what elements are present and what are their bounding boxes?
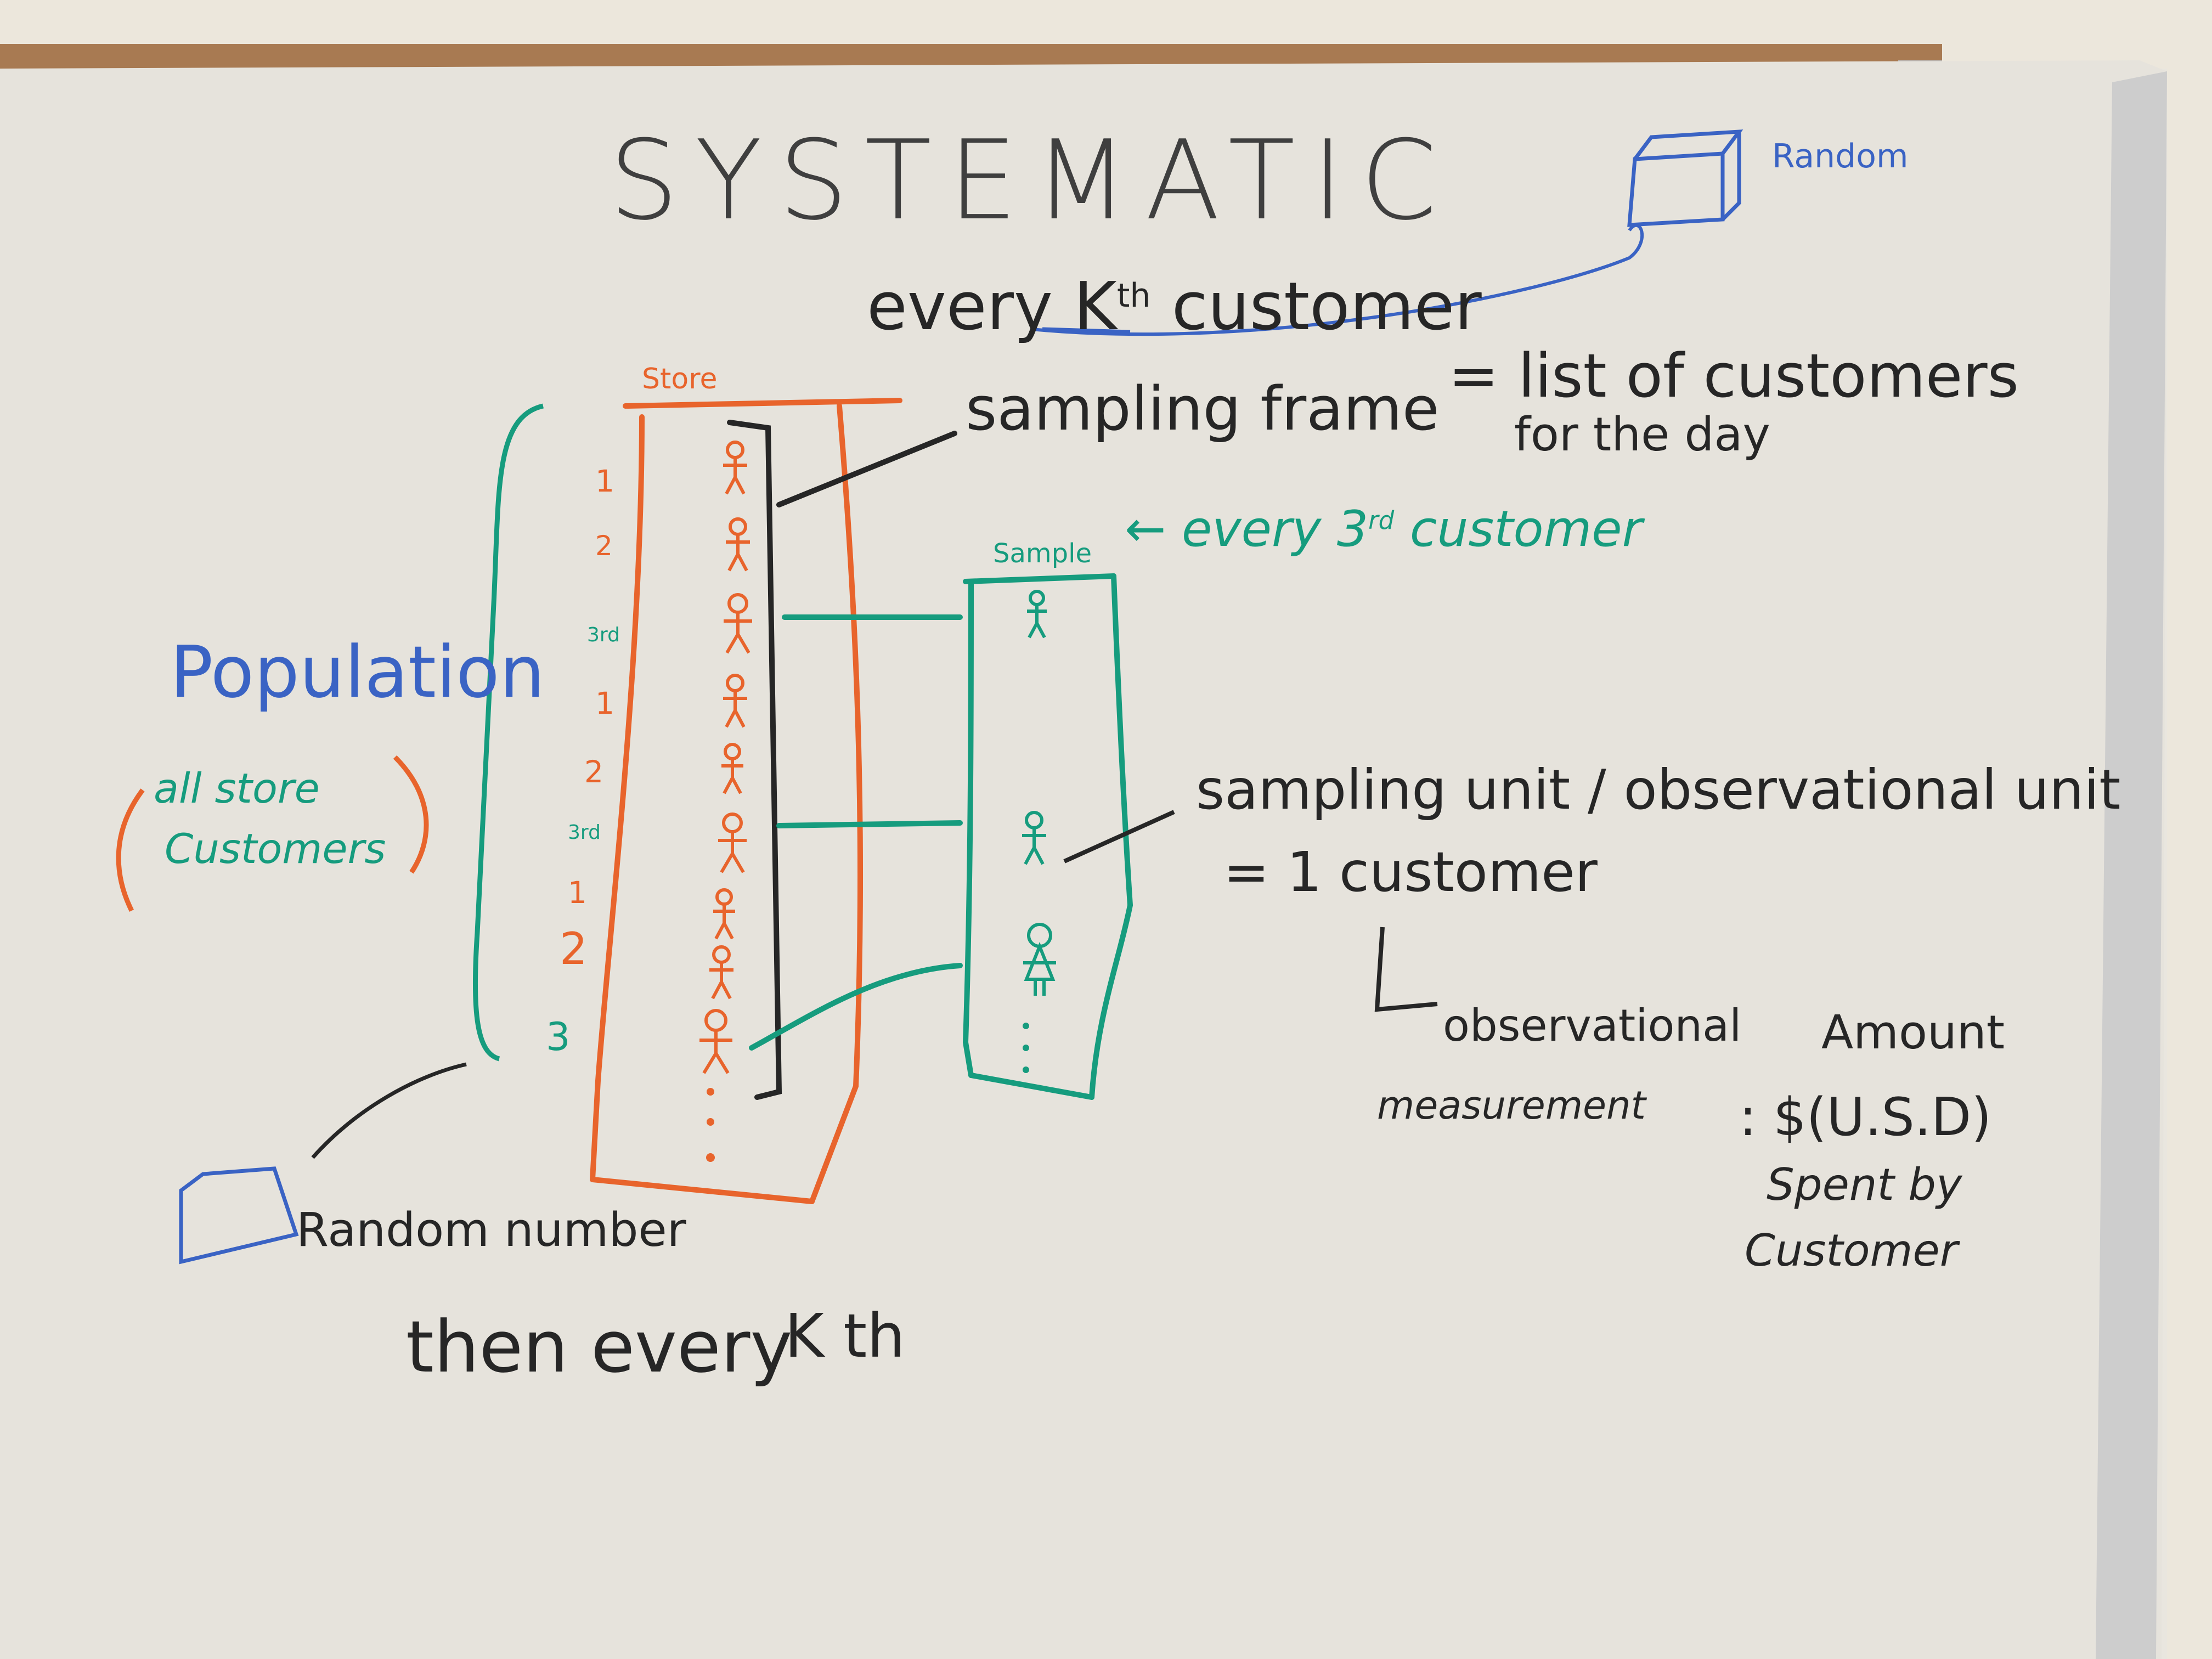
count-label: 1 [595,464,614,499]
store-figure [723,674,747,728]
every-third-sup: rd [1368,506,1395,535]
link-2 [776,820,963,828]
sample-figures [1022,590,1056,996]
store-label: Store [642,363,718,396]
count-label: 3rd [587,624,620,646]
title: SYSTEMATIC [609,117,1454,245]
subtitle-end: customer [1171,269,1482,345]
arrow-to-brace [311,1062,467,1159]
frame-bracket [727,420,957,1100]
store-figure [718,812,747,873]
frame-edge [2096,71,2167,1659]
count-label: 1 [595,686,614,721]
sample-left-edge [962,579,974,1078]
sample-column [749,573,1133,1100]
population-brace [472,403,544,1062]
board-panel [0,60,2167,1659]
subtitle-sup: th [1116,276,1151,315]
sample-top-edge [963,573,1116,584]
store-top-edge [623,398,902,409]
die-top [1627,129,1743,227]
every-third-note: ← every 3rd customer [1125,505,1643,554]
store-left-edge [590,414,645,1182]
subtitle-text: every K [867,269,1117,345]
link-3 [749,963,963,1051]
measurement-label: measurement [1377,1083,1646,1128]
spent-by-label: Spent by [1767,1159,1962,1210]
store-figure [699,1009,732,1074]
sample-figure [1022,811,1046,865]
customers-paren-label: Customers [165,825,386,873]
subtitle-lead: every Kth customer [867,274,1482,340]
usd-label: : $(U.S.D) [1739,1087,1992,1148]
then-every-label: then every [406,1305,793,1389]
count-label: 3 [546,1014,571,1059]
count-label: 2 [560,923,588,974]
amount-label: Amount [1821,1006,2005,1060]
sampling-frame-label: sampling frame [966,374,1440,444]
sample-figure [1023,923,1056,996]
store-figure [726,517,750,572]
die-bottom [179,1166,299,1265]
kth-underline [1042,327,1131,334]
frame-pointer [776,431,957,507]
sample-label: Sample [993,538,1092,569]
store-bottom-edge [590,1177,815,1204]
store-ellipsis [706,1088,715,1162]
count-label: 2 [584,754,603,789]
k-th-label: K th [785,1301,905,1371]
sample-bottom-edge [968,1073,1094,1100]
store-figure [723,441,747,495]
count-label: 2 [595,530,613,562]
store-figure [709,945,733,1000]
store-figure [724,593,752,654]
customer-label: Customer [1745,1225,1958,1276]
count-label: 3rd [568,821,601,844]
sample-figure [1027,590,1047,639]
frame-definition: = list of customers [1448,341,2019,411]
random-number-label: Random number [296,1203,686,1257]
paren-right [393,755,429,874]
every-third-end: customer [1409,500,1643,558]
die-label-top: Random [1772,137,1909,176]
every-third-text: ← every 3 [1125,500,1369,558]
unit-equals: = 1 customer [1223,840,1598,904]
store-figure [713,888,735,940]
unit-label: sampling unit / observational unit [1196,758,2121,822]
population-label: Population [170,630,545,714]
all-store-label: all store [154,764,320,812]
obs-branch [1374,927,1438,1012]
observational-label: observational [1443,1000,1742,1051]
frame-bracket-line [727,420,782,1100]
sample-ellipsis [1023,1023,1029,1073]
sample-right-edge [1089,573,1133,1100]
store-figure [721,743,743,794]
frame-definition-2: for the day [1514,408,1770,462]
count-label: 1 [568,875,587,910]
store-figures [699,441,752,1074]
unit-pointer [1063,810,1175,864]
paren-left [116,788,145,912]
random-connector [1031,223,1644,336]
